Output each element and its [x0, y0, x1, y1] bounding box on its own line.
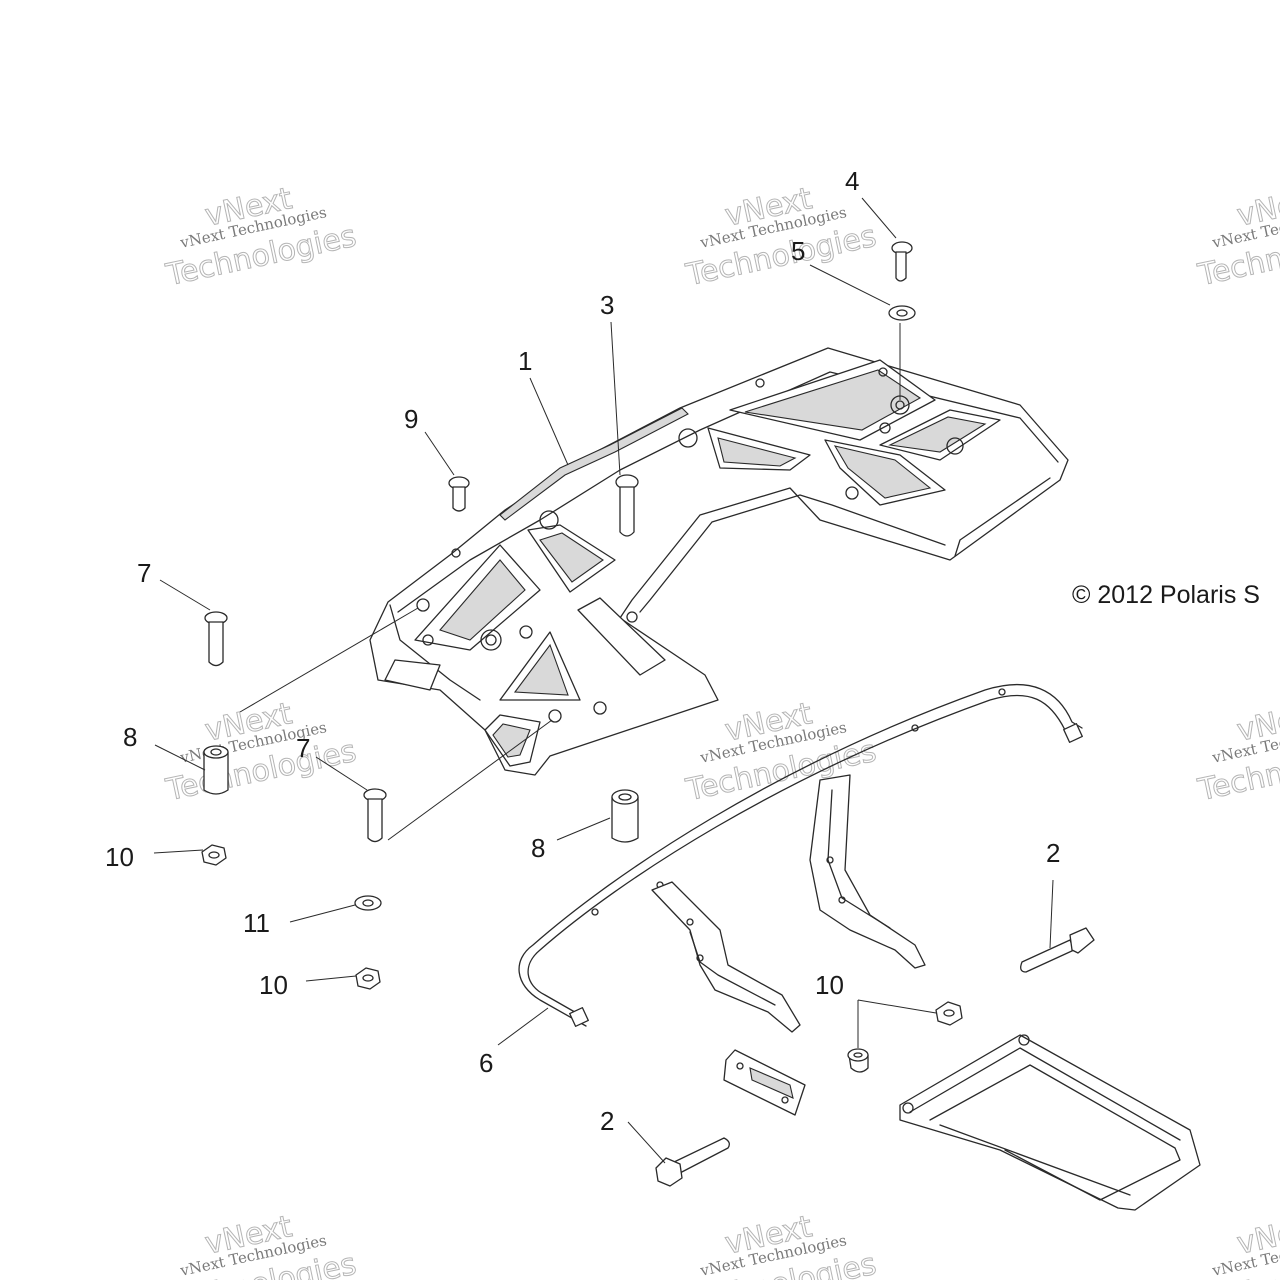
- spacer-part-8-center: [611, 789, 639, 843]
- spacer-part-8-left: [203, 745, 229, 795]
- callout-6: 6: [479, 1048, 493, 1078]
- watermark: vNext vNext Technologies Technologies: [1194, 181, 1280, 294]
- part-lower-frame: [899, 1034, 1201, 1211]
- part-cargo-rack: [369, 347, 1069, 776]
- callout-3: 3: [600, 290, 614, 320]
- watermark: vNext vNext Technologies Technologies: [162, 181, 360, 294]
- watermark: vNext vNext Technologies Technologies: [1194, 1209, 1280, 1280]
- bolt-part-7-upper: [204, 611, 228, 667]
- callout-11: 11: [243, 908, 270, 938]
- callout-4: 4: [845, 166, 859, 196]
- leader-lines: [153, 197, 1054, 1164]
- nut-part-10-upper: [201, 844, 227, 866]
- callout-10: 10: [259, 970, 288, 1000]
- callout-8: 8: [531, 833, 545, 863]
- washer-part-11: [354, 895, 382, 911]
- bolt-part-3: [615, 474, 639, 537]
- bolt-part-4: [891, 241, 913, 282]
- callout-2: 2: [1046, 838, 1060, 868]
- watermark: vNext vNext Technologies Technologies: [682, 1209, 880, 1280]
- callout-9: 9: [404, 404, 418, 434]
- watermark: vNext vNext Technologies Technologies: [162, 1209, 360, 1280]
- frame-left-bracket: [651, 881, 801, 1033]
- callout-labels: 1 2 2 3 4 5 6 7 7 8 8 9 10 10 10 11: [105, 166, 1060, 1136]
- part-tube-frame: [518, 683, 1083, 1033]
- callout-10: 10: [815, 970, 844, 1000]
- nut-part-10-right: [847, 1001, 963, 1073]
- callout-7: 7: [296, 733, 310, 763]
- nut-part-10-lower: [355, 967, 381, 990]
- bolt-part-2-right: [1020, 927, 1095, 973]
- bolt-part-2-bottom: [655, 1137, 730, 1187]
- bolt-part-9: [448, 476, 470, 512]
- watermark: vNext vNext Technologies Technologies: [1194, 696, 1280, 809]
- callout-5: 5: [791, 236, 805, 266]
- callout-7: 7: [137, 558, 151, 588]
- washer-part-5: [888, 305, 916, 321]
- callout-1: 1: [518, 346, 532, 376]
- frame-tube-outer: [527, 694, 1079, 1016]
- rack-rail: [499, 407, 689, 521]
- bolt-part-7-lower: [363, 788, 387, 843]
- callout-10: 10: [105, 842, 134, 872]
- copyright-notice: © 2012 Polaris S: [1072, 581, 1260, 609]
- callout-2: 2: [600, 1106, 614, 1136]
- callout-8: 8: [123, 722, 137, 752]
- watermark-layer: vNext vNext Technologies Technologies vN…: [162, 181, 1280, 1280]
- part-reinforcement-plate: [723, 1049, 806, 1116]
- frame-tube-inner: [518, 683, 1083, 1027]
- frame-right-bracket: [809, 774, 926, 969]
